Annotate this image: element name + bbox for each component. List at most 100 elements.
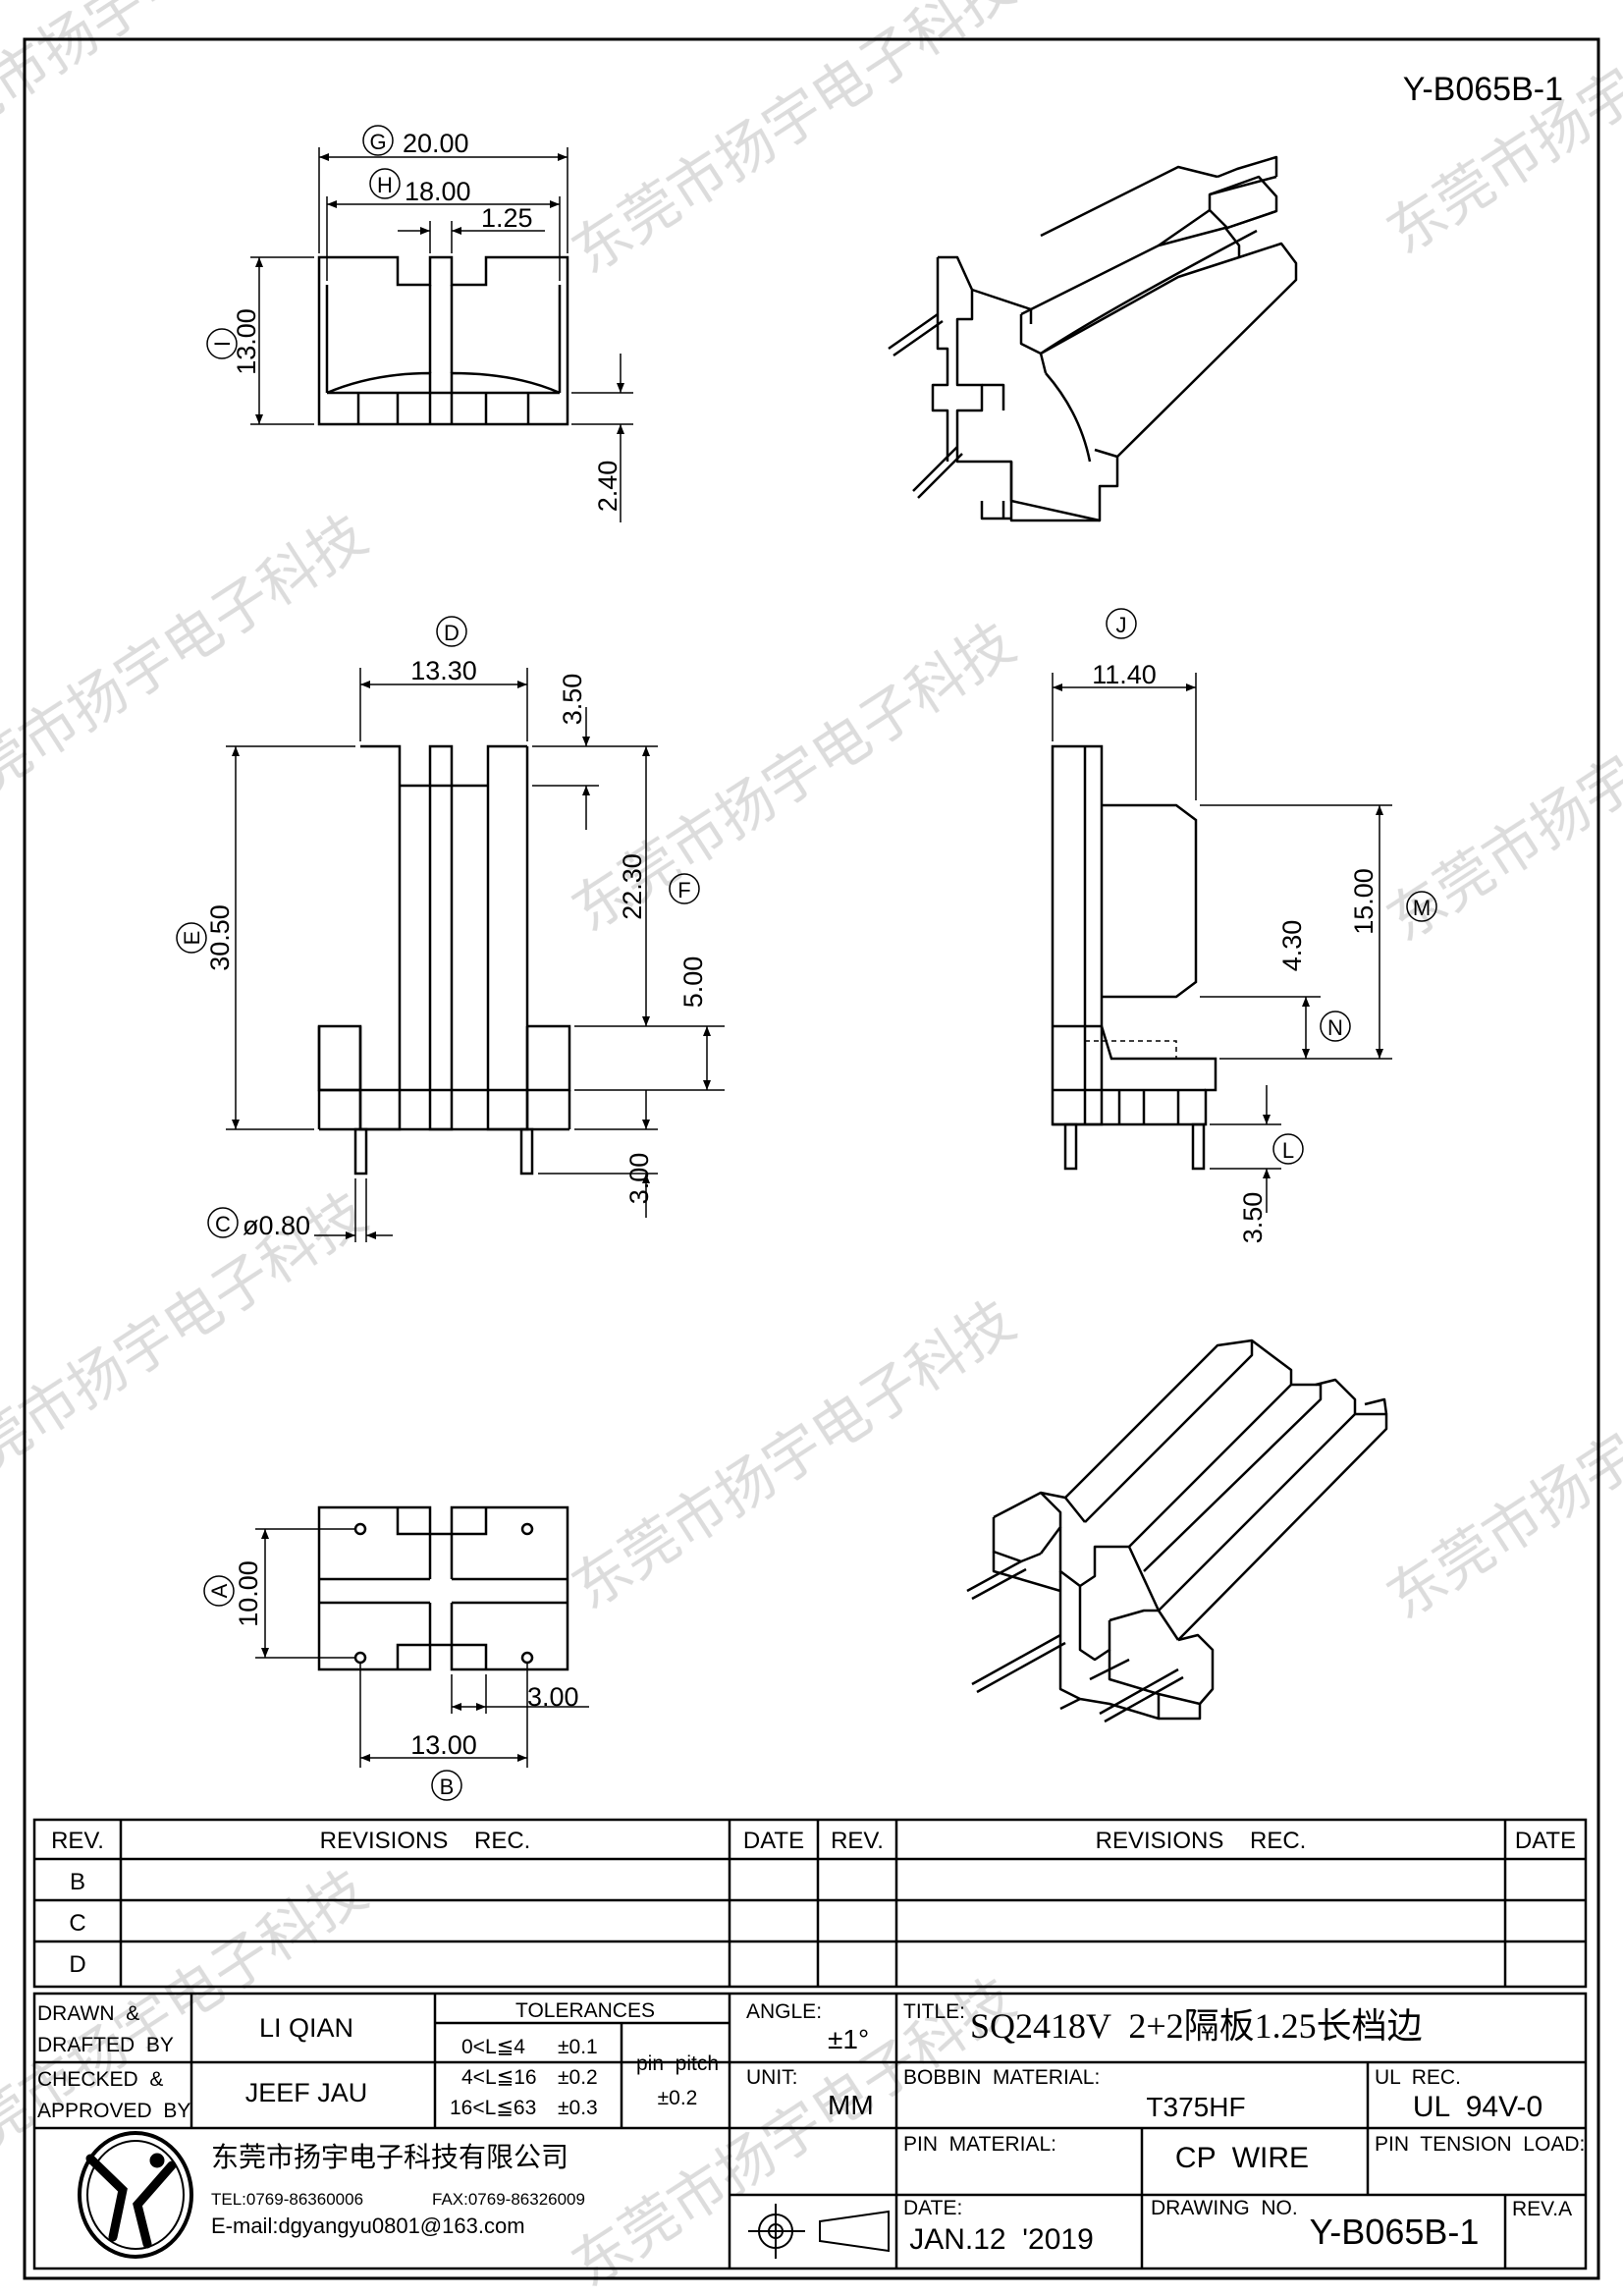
watermark-text: 东莞市扬宇电子科技 (1377, 1298, 1623, 1631)
date-header-right: DATE (1515, 1828, 1576, 1854)
rev-label: REV.A (1512, 2198, 1572, 2220)
unit-label: UNIT: (746, 2066, 798, 2089)
drawing-no-label: DRAWING NO. (1151, 2197, 1298, 2219)
dim-label-c: C (215, 1212, 231, 1236)
watermark-text: 东莞市扬宇电子科技 (0, 0, 349, 178)
date-header-left: DATE (743, 1828, 804, 1854)
dim-value-flange: 5.00 (678, 957, 708, 1009)
bobbin-material-value: T375HF (1146, 2092, 1245, 2122)
sheet-border (23, 37, 1600, 2280)
dim-value-d: 13.30 (410, 656, 477, 685)
dim-value-base: 2.40 (593, 461, 622, 513)
revision-table (32, 1818, 1588, 1989)
label-circle-e (176, 922, 207, 954)
watermark-text: 东莞市扬宇电子科技 (562, 0, 1026, 286)
watermark-text: 东莞市扬宇电子科技 (0, 1180, 378, 1513)
email: E-mail:dgyangyu0801@163.com (211, 2214, 525, 2238)
dim-label-h: H (377, 173, 393, 197)
rev-header-left: REV. (51, 1828, 104, 1854)
label-circle-h (369, 168, 401, 199)
label-circle-m (1406, 891, 1437, 922)
checked-label-1: CHECKED & (37, 2068, 163, 2091)
label-circle-j (1106, 608, 1137, 639)
checked-label-2: APPROVED BY (37, 2100, 190, 2122)
ul-label: UL REC. (1375, 2066, 1461, 2089)
bobbin-material-label: BOBBIN MATERIAL: (903, 2066, 1100, 2089)
watermark-text: 东莞市扬宇电子科技 (0, 503, 378, 836)
top-view-outline (317, 255, 569, 426)
dim-value-j: 11.40 (1092, 660, 1157, 689)
label-circle-n (1320, 1011, 1351, 1042)
tol-range-2: 16<L≦63 (450, 2097, 536, 2119)
dim-value-b: 13.00 (410, 1730, 477, 1760)
pin-pitch-label: pin pitch (636, 2052, 719, 2075)
rev-row-b: B (70, 1869, 85, 1895)
rev-row-c: C (69, 1910, 85, 1937)
ul-value: UL 94V-0 (1413, 2091, 1542, 2123)
front-view-dimension-text: D 13.30 3.50 E 30.50 22.30 F 5.00 3.00 C… (180, 621, 708, 1240)
drawn-label-2: DRAFTED BY (37, 2034, 174, 2056)
label-circle-i (206, 328, 238, 359)
dim-value-n: 4.30 (1277, 920, 1307, 972)
date-label: DATE: (903, 2197, 962, 2219)
drawn-label-1: DRAWN & (37, 2002, 139, 2025)
angle-label: ANGLE: (746, 2000, 822, 2023)
title-block (32, 1992, 1588, 2270)
label-circle-d (436, 616, 467, 647)
dim-value-slot-b: 3.00 (527, 1682, 579, 1712)
projection-symbol (748, 2204, 890, 2259)
tol-range-0: 0<L≦4 (461, 2036, 525, 2058)
tolerances-label: TOLERANCES (515, 1999, 655, 2022)
drawing-no-value: Y-B065B-1 (1310, 2212, 1480, 2252)
label-circle-c (207, 1207, 239, 1238)
pin-material-value: CP WIRE (1175, 2142, 1309, 2174)
side-view (1051, 744, 1217, 1171)
dim-value-i: 13.00 (232, 308, 261, 375)
label-circle-f (669, 873, 700, 904)
dim-label-l: L (1282, 1138, 1294, 1163)
label-circle-b (431, 1770, 462, 1801)
label-circle-a (203, 1575, 235, 1607)
dim-label-b: B (440, 1775, 455, 1799)
rev-header-right: REV. (831, 1828, 884, 1854)
pin-tension-label: PIN TENSION LOAD: (1375, 2133, 1585, 2156)
dim-value-c: ø0.80 (243, 1211, 310, 1240)
dim-value-g: 20.00 (403, 129, 469, 158)
rec-header-left: REVISIONS REC. (320, 1828, 531, 1854)
dim-value-f: 22.30 (618, 853, 647, 920)
label-circle-l (1272, 1133, 1304, 1165)
drawing-number-top: Y-B065B-1 (1403, 71, 1563, 108)
dim-value-top: 3.50 (558, 674, 587, 726)
company-name: 东莞市扬宇电子科技有限公司 (211, 2142, 568, 2172)
bottom-view-dimensions (203, 1528, 589, 1801)
angle-value: ±1° (828, 2024, 869, 2054)
front-view (317, 744, 571, 1175)
watermark-text: 东莞市扬宇电子科技 (562, 1288, 1026, 1621)
checked-name: JEEF JAU (245, 2078, 368, 2107)
dim-label-f: F (677, 878, 690, 902)
front-view-dimensions (176, 616, 725, 1242)
dim-label-a: A (207, 1583, 232, 1598)
side-view-dimension-text: J 11.40 15.00 M 4.30 N L 3.50 (1092, 613, 1431, 1243)
bottom-view-dimension-text: A 10.00 3.00 13.00 B (207, 1560, 579, 1799)
dim-label-n: N (1327, 1015, 1343, 1040)
fax: FAX:0769-86326009 (432, 2190, 585, 2209)
dim-label-d: D (444, 621, 460, 645)
side-view-dimensions (1052, 608, 1437, 1213)
dim-value-e: 30.50 (205, 904, 235, 971)
top-view-dimension-text: G 20.00 H 18.00 1.25 I 13.00 2.40 (210, 129, 622, 512)
top-view (317, 255, 569, 426)
title-value: SQ2418V 2+2隔板1.25长档边 (970, 2006, 1423, 2046)
title-label: TITLE: (903, 2000, 965, 2023)
tol-value-0: ±0.1 (558, 2036, 598, 2058)
date-value: JAN.12 '2019 (909, 2223, 1094, 2256)
tol-range-1: 4<L≦16 (461, 2066, 537, 2089)
dim-label-e: E (180, 931, 204, 946)
dim-value-h: 18.00 (405, 177, 471, 206)
pin-pitch-value: ±0.2 (658, 2087, 698, 2109)
revision-table-text: REV. REVISIONS REC. DATE REV. REVISIONS … (51, 1828, 1576, 1978)
dim-label-i: I (210, 341, 235, 347)
iso-view-bottom (966, 1339, 1388, 1723)
rev-row-d: D (69, 1951, 85, 1978)
